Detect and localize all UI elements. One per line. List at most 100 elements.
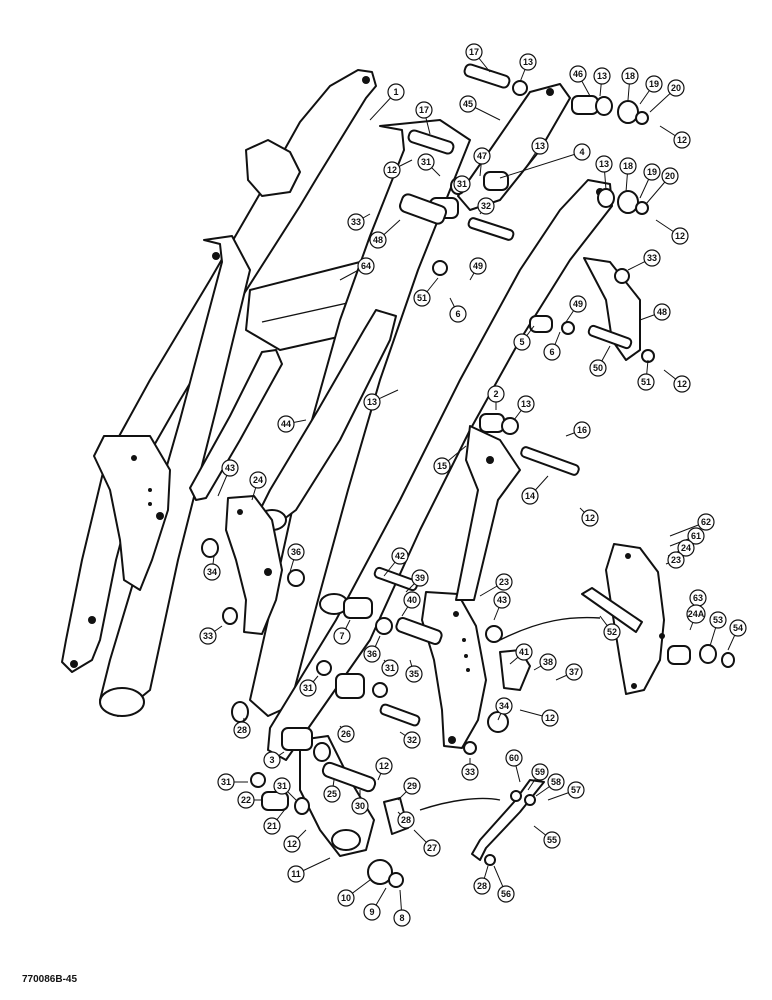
callout-circle [603,623,621,641]
callout-53: 53 [709,611,727,647]
callout-number: 48 [657,307,667,317]
callout-circle [565,663,583,681]
callout-number: 23 [499,577,509,587]
hardware [201,63,735,888]
callout-32: 32 [399,731,421,749]
callout-circle [697,513,715,531]
callout-number: 13 [367,397,377,407]
callout-circle [573,421,591,439]
callout-44: 44 [277,415,307,433]
callout-circle [199,627,217,645]
callout-26: 26 [337,725,355,743]
callout-number: 21 [267,821,277,831]
callout-number: 20 [665,171,675,181]
callout-31: 31 [417,153,441,177]
callout-circle [337,889,355,907]
callout-12: 12 [375,757,393,781]
callout-number: 28 [237,725,247,735]
callout-circle [461,763,479,781]
callout-circle [411,569,429,587]
callout-circle [347,213,365,231]
callout-5: 5 [513,325,535,351]
callout-number: 2 [493,389,498,399]
callout-circle [221,459,239,477]
callout-54: 54 [727,619,747,651]
callout-number: 44 [281,419,291,429]
callout-41: 41 [509,643,533,665]
callout-50: 50 [589,345,611,377]
callout-13: 13 [519,53,537,83]
callout-number: 31 [221,777,231,787]
callout-number: 50 [593,363,603,373]
callout-number: 46 [573,69,583,79]
callout-59: 59 [527,763,549,791]
callout-number: 16 [577,425,587,435]
callout-number: 13 [523,57,533,67]
callout-number: 33 [465,767,475,777]
callout-19: 19 [639,163,661,199]
callout-number: 48 [373,235,383,245]
callout-number: 35 [409,669,419,679]
callout-6: 6 [449,297,467,323]
callout-circle [413,289,431,307]
callout-circle [677,539,695,557]
callout-circle [589,359,607,377]
callout-number: 4 [579,147,584,157]
callout-circle [543,343,561,361]
callout-number: 7 [339,631,344,641]
callout-number: 64 [361,261,371,271]
callout-31: 31 [299,675,319,697]
callout-circle [273,777,291,795]
callout-number: 51 [417,293,427,303]
callout-number: 49 [573,299,583,309]
callout-circle [687,527,705,545]
callout-circle [569,295,587,313]
callout-number: 43 [225,463,235,473]
callout-33: 33 [199,625,223,645]
callout-9: 9 [363,887,387,921]
callout-number: 63 [693,593,703,603]
callout-3: 3 [263,751,285,769]
callout-circle [403,731,421,749]
callout-circle [569,65,587,83]
callout-circle [263,817,281,835]
callout-2: 2 [487,385,505,410]
callout-number: 52 [607,627,617,637]
callout-circle [673,375,691,393]
callout-circle [645,75,663,93]
callout-17: 17 [415,101,433,135]
callout-number: 30 [355,801,365,811]
callout-number: 18 [625,71,635,81]
callout-number: 58 [551,777,561,787]
callout-7: 7 [333,619,351,645]
callout-number: 11 [291,869,301,879]
callout-13: 13 [593,67,611,97]
callout-14: 14 [521,475,549,505]
callout-circle [449,305,467,323]
callout-circle [363,645,381,663]
left-bellcrank [93,435,171,591]
callout-circle [517,395,535,413]
callout-circle [237,791,255,809]
callout-circle [487,385,505,403]
callout-circle [405,665,423,683]
callout-number: 14 [525,491,535,501]
callout-37: 37 [555,663,583,681]
callout-circle [369,231,387,249]
callout-20: 20 [649,79,685,113]
callout-number: 15 [437,461,447,471]
callout-18: 18 [621,67,639,101]
callout-circle [595,155,613,173]
callout-circle [667,79,685,97]
callout-number: 45 [463,99,473,109]
callout-number: 40 [407,595,417,605]
callout-38: 38 [533,653,557,671]
callout-20: 20 [645,167,679,205]
callout-number: 19 [647,167,657,177]
bracket-link [471,779,545,861]
callout-number: 37 [569,667,579,677]
callout-circle [531,763,549,781]
callout-circle [299,679,317,697]
callout-circle [287,543,305,561]
